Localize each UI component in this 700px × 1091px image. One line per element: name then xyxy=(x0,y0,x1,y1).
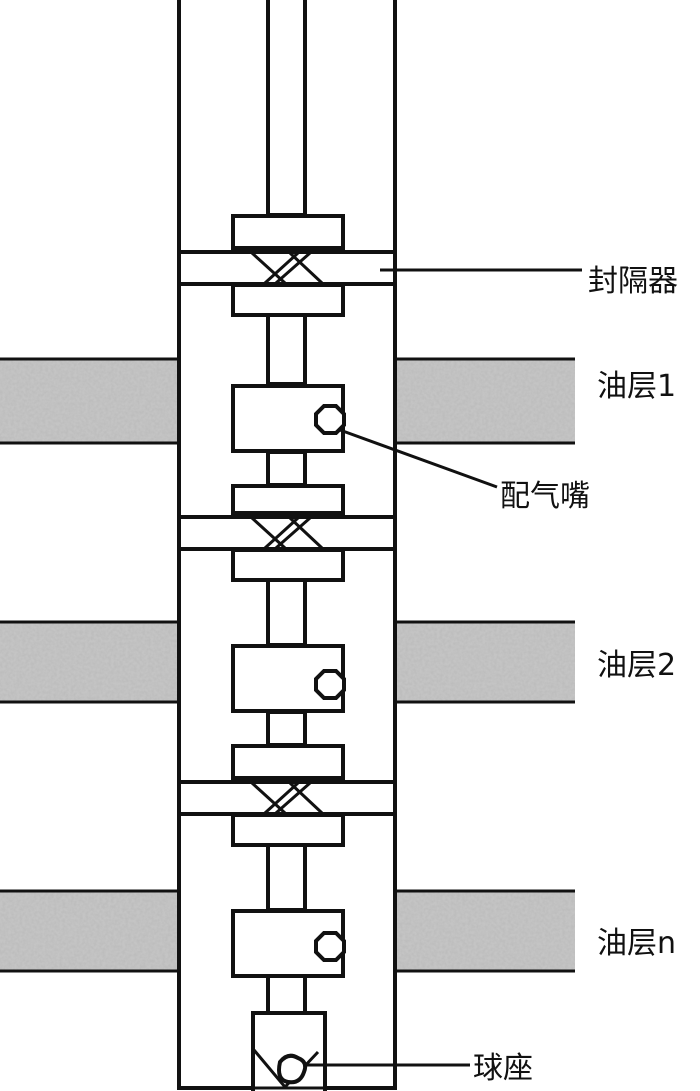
gas-nozzle-3 xyxy=(314,931,346,962)
ball xyxy=(277,1053,308,1085)
label-packer: 封隔器 xyxy=(588,264,678,299)
gas-nozzle-2 xyxy=(314,669,346,700)
label-oil-layer-2: 油层2 xyxy=(597,648,676,683)
label-oil-layer-n: 油层n xyxy=(597,926,676,961)
nozzle-leader xyxy=(339,428,498,489)
label-ball-seat: 球座 xyxy=(473,1051,533,1086)
packer-3 xyxy=(177,744,397,847)
gas-lift-mandrel-3 xyxy=(231,909,346,978)
oil-layer-2 xyxy=(0,620,575,704)
oil-layer-n xyxy=(0,889,575,973)
label-oil-layer-1: 油层1 xyxy=(597,369,676,404)
gas-nozzle-1 xyxy=(314,404,346,435)
label-gas-nozzle: 配气嘴 xyxy=(500,479,590,514)
gas-lift-mandrel-1 xyxy=(231,382,346,453)
packer-2 xyxy=(177,484,397,582)
packer-1 xyxy=(177,214,397,317)
gas-lift-mandrel-2 xyxy=(231,644,346,713)
ball-seat xyxy=(251,1011,327,1091)
oil-layer-1 xyxy=(0,357,575,445)
